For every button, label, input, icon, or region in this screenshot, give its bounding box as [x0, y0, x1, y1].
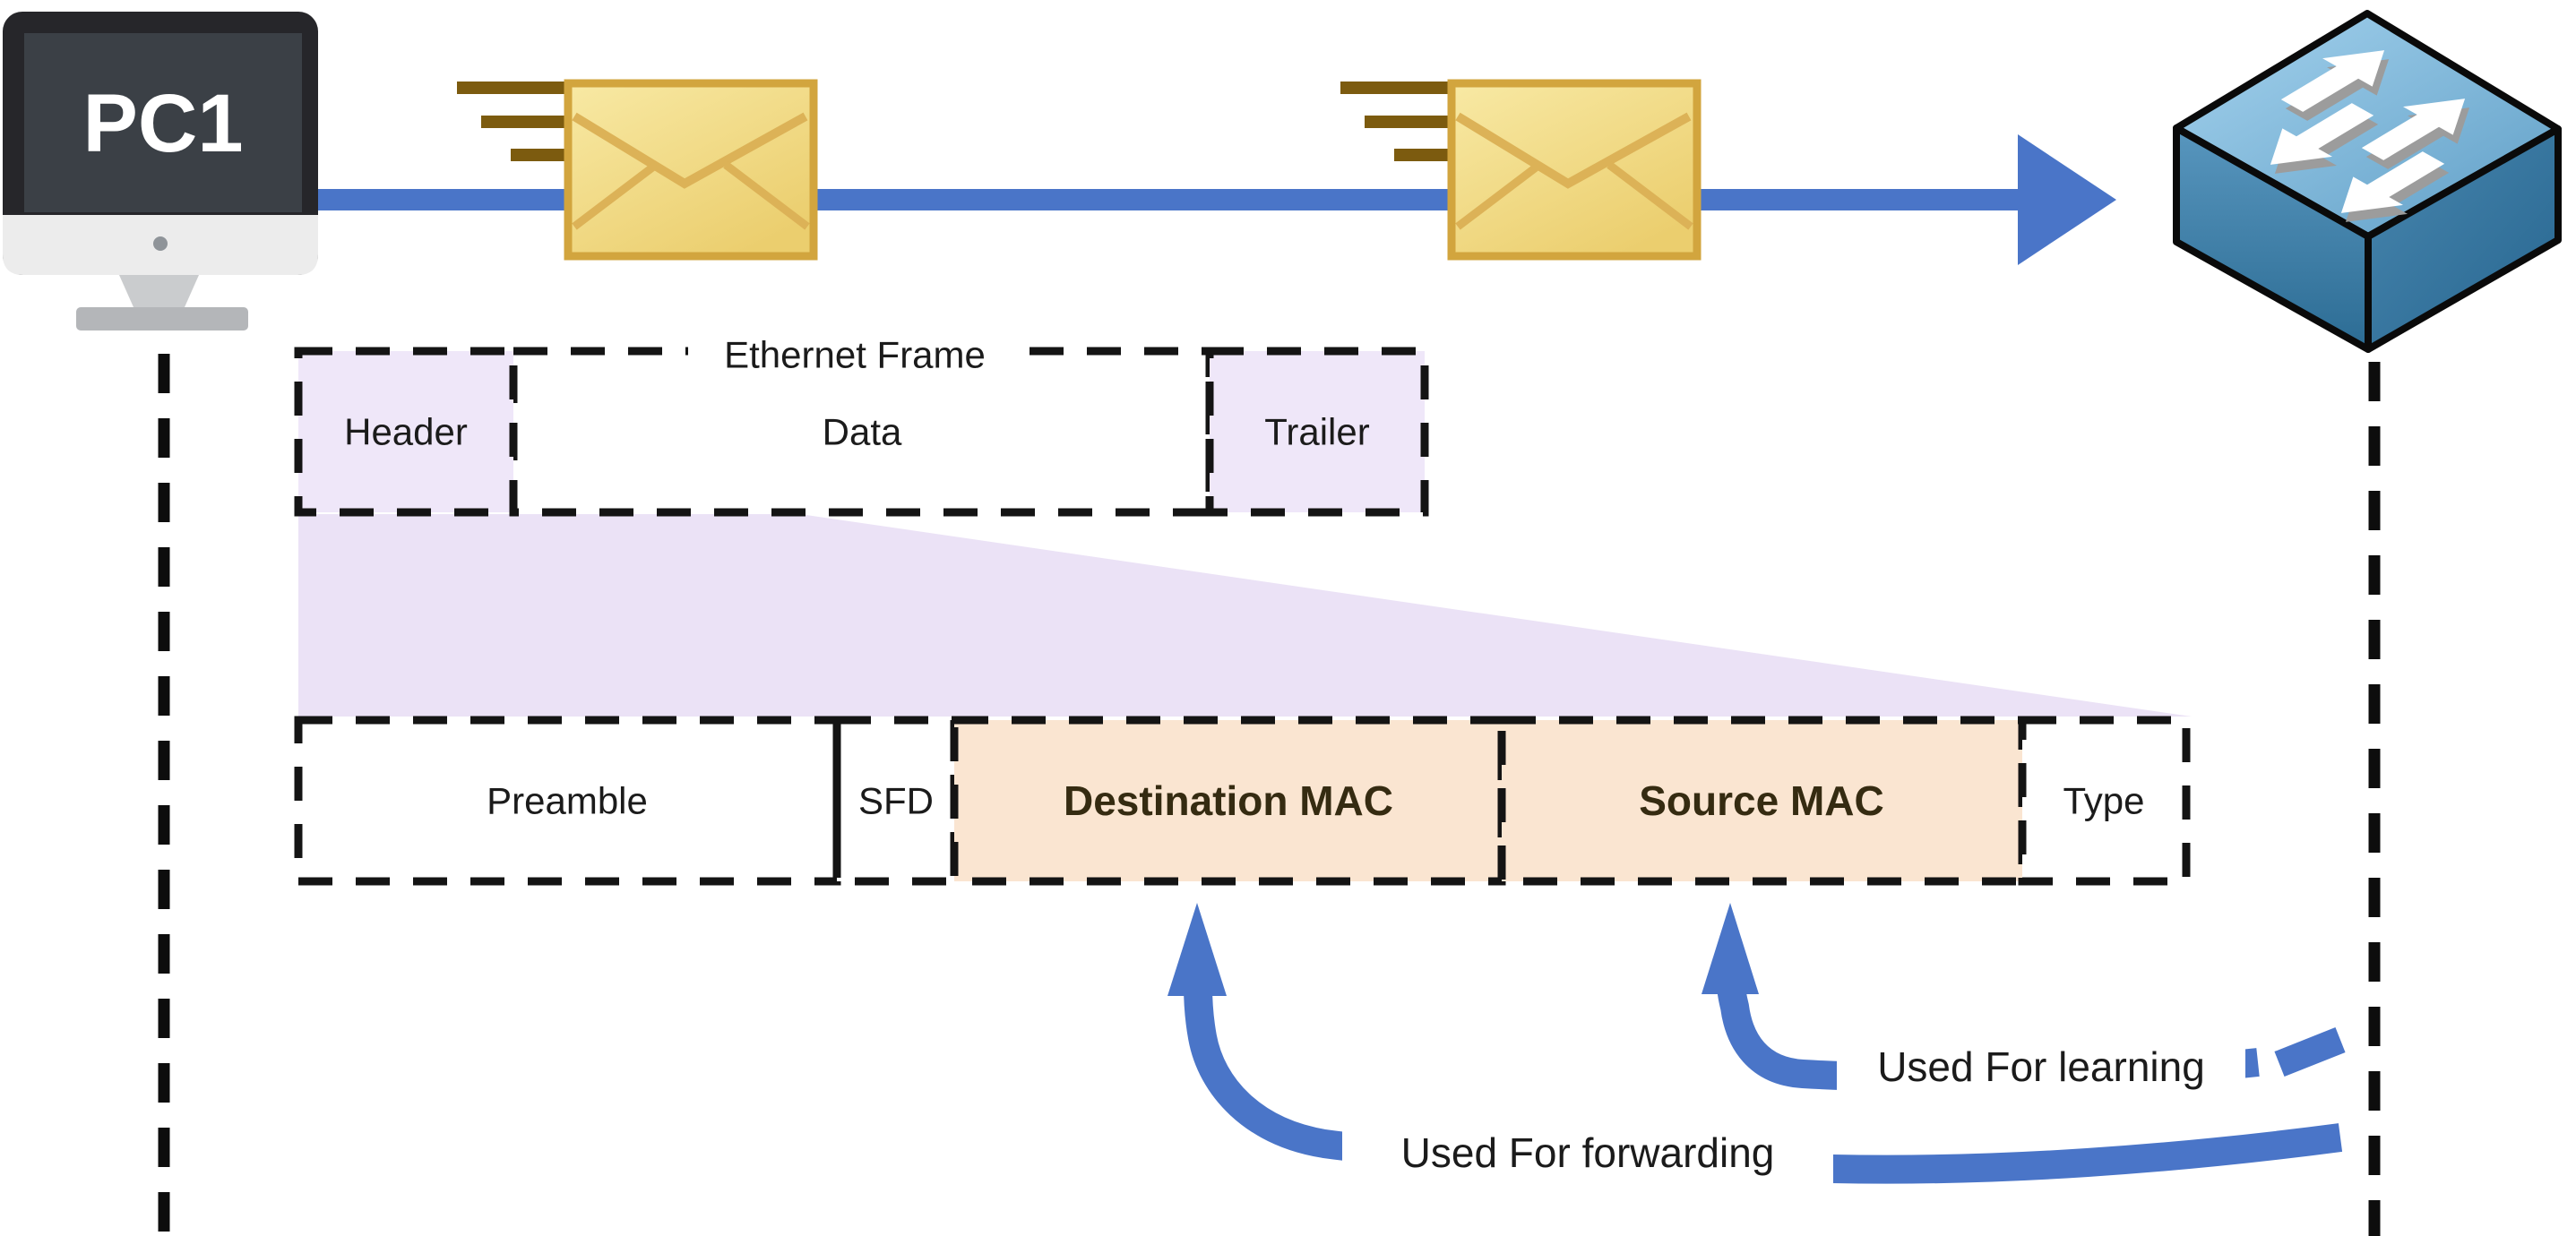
envelope-folds	[572, 161, 810, 230]
field-destination-mac-label: Destination MAC	[1064, 777, 1393, 824]
envelope-icon-2	[1340, 79, 1702, 261]
pc-stand-base	[76, 307, 248, 330]
annotation-learning-label: Used For learning	[1877, 1043, 2205, 1090]
envelope-folds	[1455, 161, 1693, 230]
annotation-forwarding-label: Used For forwarding	[1401, 1129, 1775, 1176]
frame-box-header	[294, 347, 518, 517]
frame-header-label: Header	[344, 411, 468, 453]
speed-lines-icon	[457, 82, 570, 161]
envelope-body	[1447, 79, 1702, 261]
field-box-sfd	[832, 716, 959, 886]
field-box-source-mac	[1497, 716, 2027, 886]
field-type-label: Type	[2063, 780, 2144, 822]
frame-box-trailer	[1205, 347, 1429, 517]
envelope-icon-1	[457, 79, 818, 261]
learning-arrow-stub	[2274, 1027, 2346, 1077]
forwarding-label-backdrop	[1342, 1109, 1833, 1195]
header-fields-row: Preamble SFD Destination MAC Source MAC …	[294, 716, 2191, 886]
forwarding-arrowhead-icon	[1167, 903, 1227, 996]
field-sfd-label: SFD	[858, 780, 934, 822]
field-box-type	[2018, 716, 2191, 886]
pc-camera-dot	[153, 236, 168, 251]
switch-right-face	[2365, 125, 2562, 353]
learning-arrowhead-icon	[1702, 903, 1759, 994]
envelope-flap	[572, 112, 808, 189]
speed-lines-icon	[1340, 82, 1453, 161]
frame-trailer-label: Trailer	[1264, 411, 1369, 453]
pc-label: PC1	[83, 78, 244, 169]
envelope-body	[564, 79, 818, 261]
pc-stand-neck	[119, 275, 199, 307]
frame-row: Ethernet Frame Header Data Trailer	[294, 315, 1429, 517]
envelope-flap	[1455, 112, 1692, 189]
frame-title-backdrop	[688, 315, 1021, 392]
pc-monitor-icon: PC1	[3, 12, 318, 330]
switch-icon	[2173, 10, 2562, 353]
field-box-preamble	[294, 716, 841, 886]
frame-data-label: Data	[823, 411, 902, 453]
field-box-destination-mac	[950, 716, 1506, 886]
pc-screen	[24, 33, 302, 212]
field-source-mac-label: Source MAC	[1639, 777, 1883, 824]
frame-title-label: Ethernet Frame	[724, 334, 986, 376]
flow-arrow-icon	[2018, 134, 2116, 265]
learning-label-backdrop	[1837, 1025, 2245, 1109]
switch-arrows-icon	[2270, 50, 2470, 222]
header-expansion-beam	[298, 514, 2192, 717]
field-preamble-label: Preamble	[487, 780, 648, 822]
